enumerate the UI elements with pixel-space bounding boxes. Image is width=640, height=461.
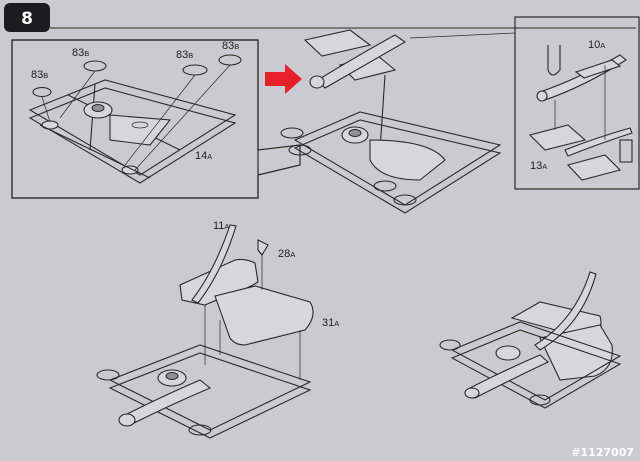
attention-arrow xyxy=(265,64,302,94)
clip-group-83b xyxy=(32,54,242,171)
connector-line xyxy=(409,32,516,39)
watermark: #1127007 xyxy=(571,446,634,459)
label-83b-4: 83B xyxy=(222,40,239,52)
detail-box-left-frame xyxy=(11,39,259,199)
label-14a: 14A xyxy=(195,150,212,162)
label-10a: 10A xyxy=(588,39,605,51)
watermark-text: #1127007 xyxy=(571,446,634,459)
label-83b-1: 83B xyxy=(31,69,48,81)
label-28a: 28A xyxy=(278,248,295,260)
label-11a: 11A xyxy=(213,220,229,232)
frame-tree-detail xyxy=(28,79,237,184)
label-83b-2: 83B xyxy=(72,47,89,59)
step-badge: 8 xyxy=(4,3,50,32)
detail-box-right xyxy=(514,16,640,190)
label-83b-3: 83B xyxy=(176,49,193,61)
lower-left-assembly xyxy=(96,224,314,439)
center-assembly xyxy=(280,29,502,214)
label-13a: 13A xyxy=(530,160,547,172)
lower-right-assembly xyxy=(439,271,622,409)
label-31a: 31A xyxy=(322,317,339,329)
step-number: 8 xyxy=(21,9,33,29)
right-detail-parts xyxy=(528,45,633,181)
